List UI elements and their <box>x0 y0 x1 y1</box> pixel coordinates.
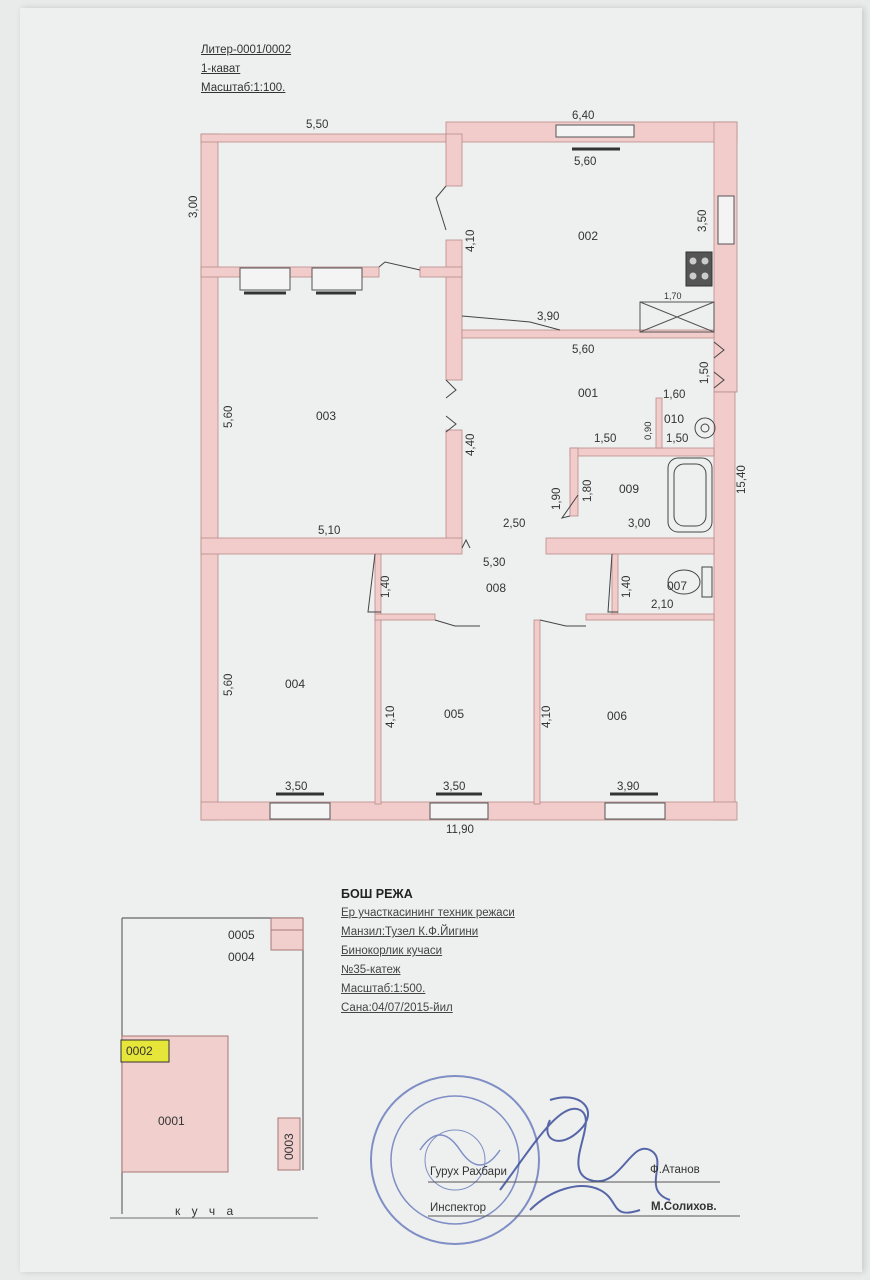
wall-int-f <box>461 329 715 339</box>
dim-label: 4,10 <box>465 230 477 252</box>
window-b <box>311 267 363 291</box>
info-line: Масштаб:1:500. <box>341 983 426 995</box>
room-label: 007 <box>667 579 687 593</box>
dim-label: 5,10 <box>318 525 340 537</box>
dim-label: 6,40 <box>572 110 594 122</box>
window-a <box>239 267 291 291</box>
info-line: №35-катеж <box>341 964 401 976</box>
wall-outer-left <box>200 133 219 821</box>
dim-label: 1,70 <box>664 291 682 301</box>
dim-label: 0,90 <box>643 422 654 441</box>
dim-label: 3,50 <box>697 210 709 232</box>
info-title: БОШ РЕЖА <box>341 887 413 901</box>
wall-int-i <box>569 447 715 457</box>
room-label: 009 <box>619 482 639 496</box>
wall-int-n <box>374 613 436 621</box>
sink-icon <box>694 417 716 439</box>
wall-int-h <box>545 537 715 555</box>
wall-int-e <box>419 266 463 278</box>
dim-label: 1,50 <box>594 433 616 445</box>
info-line: Ер участкасининг техник режаси <box>341 907 515 919</box>
dim-label: 3,00 <box>188 196 200 218</box>
dim-label: 1,80 <box>582 480 594 502</box>
wall-int-b <box>445 239 463 381</box>
wall-int-k <box>655 397 663 449</box>
dim-label: 3,90 <box>537 311 559 323</box>
room-label: 008 <box>486 581 506 595</box>
dim-label: 1,50 <box>699 362 711 384</box>
room-label: 004 <box>285 677 305 691</box>
dim-label: 5,60 <box>223 406 235 428</box>
wall-int-p <box>611 553 619 615</box>
wall-right-lower <box>713 391 736 821</box>
wall-int-j <box>569 447 579 517</box>
info-line: Манзил:Тузел К.Ф.Йигини <box>341 926 479 938</box>
dim-label: 5,60 <box>574 156 596 168</box>
wall-int-g <box>200 537 463 555</box>
scale-label: Масштаб:1:100. <box>201 82 286 94</box>
dim-label: 4,10 <box>541 706 553 728</box>
window-002-top <box>555 124 635 138</box>
dim-label: 2,50 <box>503 518 525 530</box>
dim-label: 4,10 <box>385 706 397 728</box>
bathtub-icon <box>667 457 713 533</box>
liter-label: Литер-0001/0002 <box>201 44 292 56</box>
dim-label: 3,50 <box>285 781 307 793</box>
dim-label: 1,60 <box>663 389 685 401</box>
room-label: 010 <box>664 412 684 426</box>
dim-label: 3,90 <box>617 781 639 793</box>
dim-label: 11,90 <box>446 824 474 836</box>
wall-right-upper <box>713 121 738 393</box>
dim-label: 5,60 <box>572 344 594 356</box>
toilet-icon <box>667 566 713 598</box>
wall-int-o <box>585 613 715 621</box>
wall-int-c <box>445 429 463 549</box>
wall-top-left <box>200 133 447 143</box>
wall-int-l <box>374 553 382 805</box>
wall-int-m <box>533 619 541 805</box>
dim-label: 1,50 <box>666 433 688 445</box>
dim-label: 1,40 <box>380 576 392 598</box>
dim-label: 5,60 <box>223 674 235 696</box>
dim-label: 5,30 <box>483 557 505 569</box>
dim-label: 5,50 <box>306 119 328 131</box>
room-label: 002 <box>578 229 598 243</box>
dim-label: 3,00 <box>628 518 650 530</box>
dim-label: 1,90 <box>551 488 563 510</box>
window-006 <box>604 802 666 820</box>
window-005 <box>429 802 489 820</box>
wall-int-a <box>445 133 463 187</box>
info-line: Бинокорлик кучаси <box>341 945 443 957</box>
room-label: 001 <box>578 386 598 400</box>
dim-label: 15,40 <box>736 465 748 494</box>
room-label: 006 <box>607 709 627 723</box>
chief-role: Гурух Рахбари <box>430 1166 507 1178</box>
room-label: 005 <box>444 707 464 721</box>
dim-label: 1,40 <box>621 576 633 598</box>
stove-icon <box>685 251 713 287</box>
window-002-right <box>717 195 735 245</box>
dim-label: 3,50 <box>443 781 465 793</box>
window-004 <box>269 802 331 820</box>
floor-label: 1-кават <box>201 63 241 75</box>
chief-name: Ф.Атанов <box>650 1164 700 1176</box>
room-label: 003 <box>316 409 336 423</box>
dim-label: 4,40 <box>465 434 477 456</box>
inspector-role: Инспектор <box>430 1202 487 1214</box>
info-block: БОШ РЕЖА Ер участкасининг техник режаси … <box>341 885 515 1018</box>
info-line: Сана:04/07/2015-йил <box>341 1002 453 1014</box>
dim-label: 2,10 <box>651 599 673 611</box>
inspector-name: М.Солихов. <box>651 1201 717 1213</box>
